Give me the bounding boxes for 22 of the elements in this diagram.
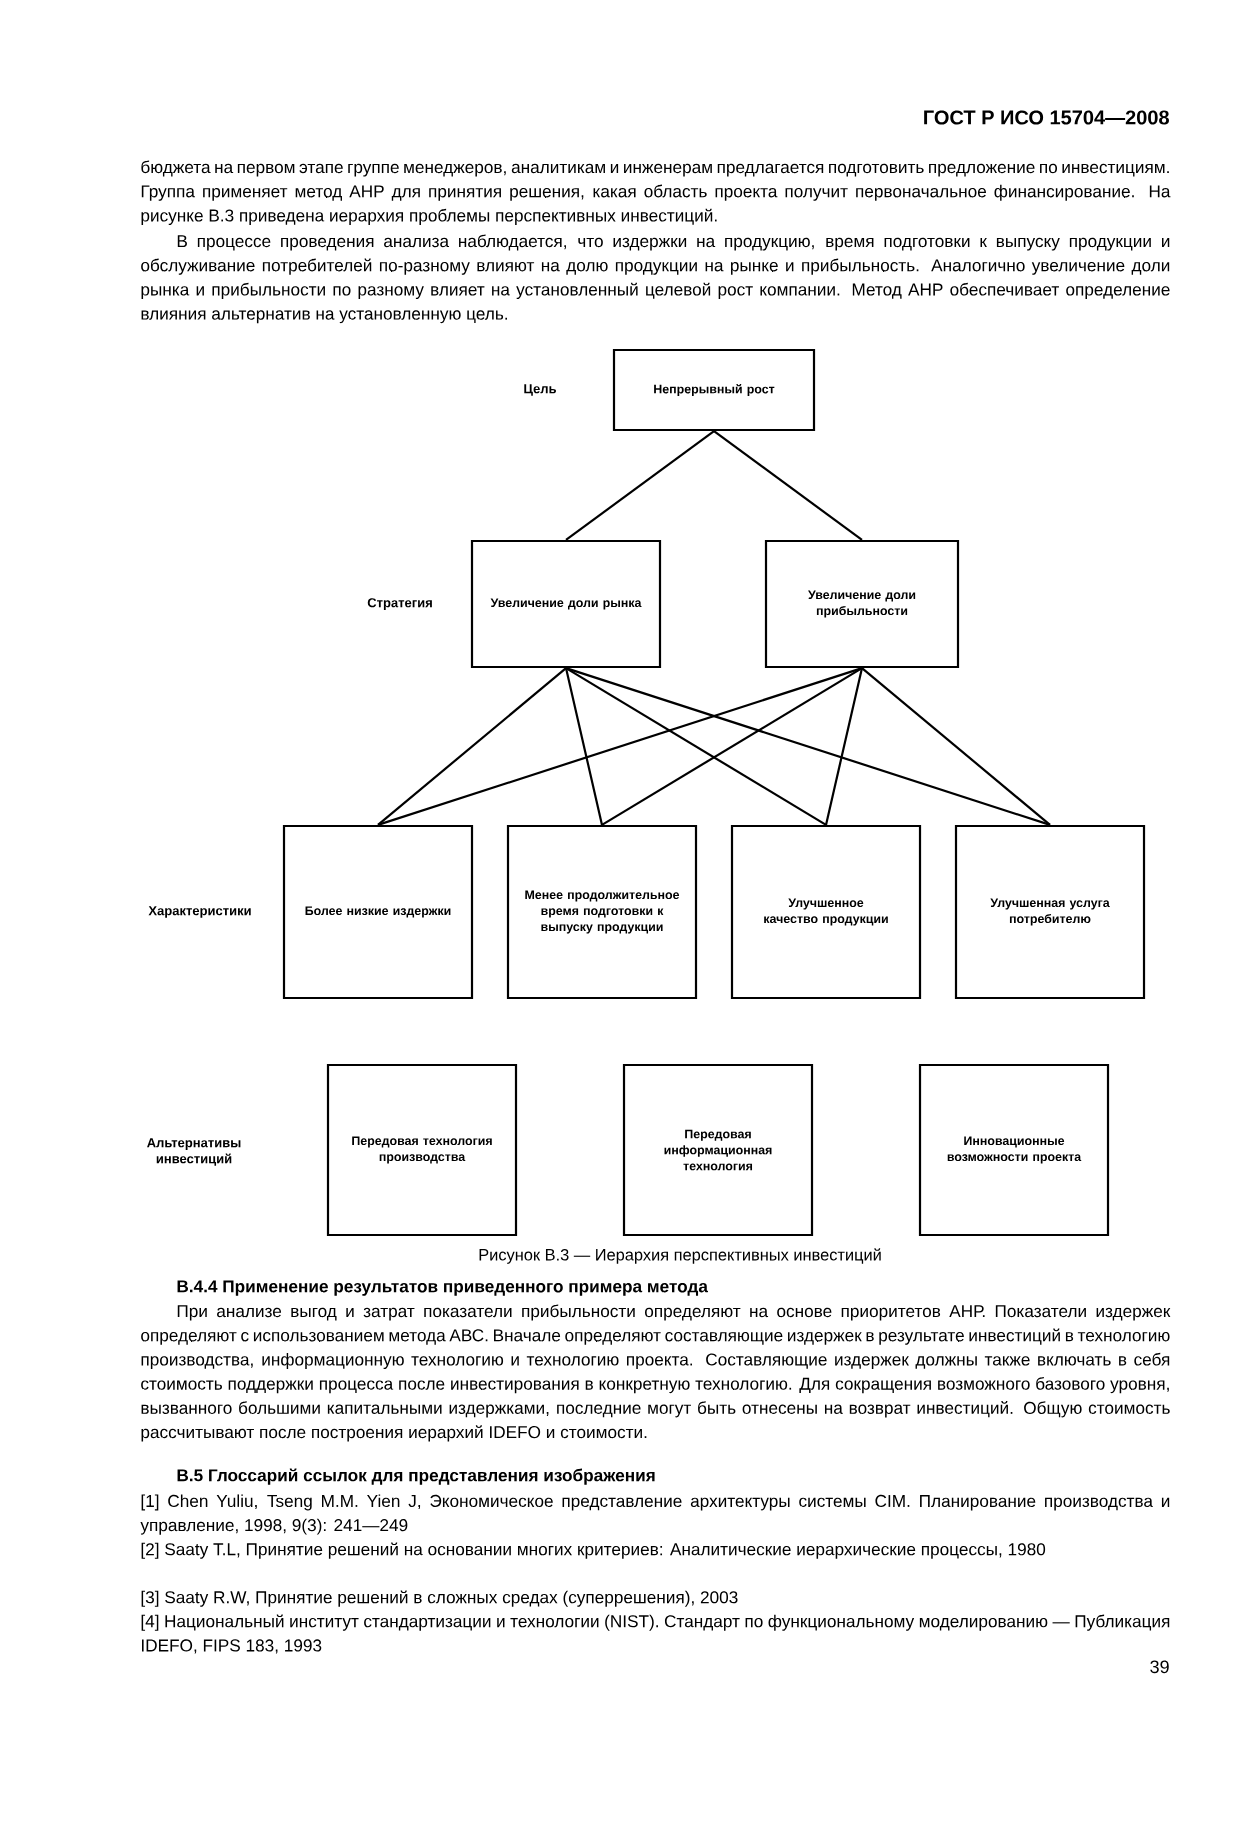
section-heading: В.5 Глоссарий ссылок для представления изображения [177,1468,655,1485]
page-header: ГОСТ Р ИСО 15704—2008 [924,110,1169,125]
paragraph: бюджета на первом этапе группе менеджеров, аналитикам и инженерам предлагается подготовить предложение по инвестициям. Группа применяет метод АНР для принятия решения, какая область проекта получит первоначальное финансирование. На рисунке В.3 приведена иерархия проблемы перспективных инвестиций. [141,160,1171,225]
reference-entry: [2] Saaty T.L, Принятие решений на основании многих критериев: Аналитические иерархические процессы, 1980 [141,1542,1046,1559]
connector-line [861,667,1051,826]
connector-line [565,667,827,826]
reference-entry: [3] Saaty R.W, Принятие решений в сложных средах (суперрешения), 2003 [141,1590,738,1607]
connector-line [713,430,863,541]
paragraph: В процессе проведения анализа наблюдается, что издержки на продукцию, время подготовки к выпуску продукции и обслуживание потребителей по-разному влияют на долю продукции на рынке и прибыльность. Аналогично увеличение доли рынка и прибыльности по разному влияет на установленный целевой рост компании. Метод АНР обеспечивает определение влияния альтернатив на установленную цель. [141,234,1170,324]
reference-entry: [1] Chen Yuliu, Tseng M.M. Yien J, Экономическое представление архитектуры системы CIM. Планирование производства и управление, 1998, 9(3): 241—249 [140,1494,1170,1535]
connector-line [824,667,864,826]
connector-line [565,430,715,541]
connector-line [564,667,604,826]
page-number: 39 [1150,1660,1169,1674]
connector-line [601,667,863,826]
figure-caption: Рисунок В.3 — Иерархия перспективных инвестиций [479,1248,881,1264]
reference-entry: [4] Национальный институт стандартизации и технологии (NIST). Стандарт по функциональному моделированию — Публикация IDEFO, FIPS 183, 1993 [141,1614,1170,1654]
section-heading: В.4.4 Применение результатов приведенного примера метода [177,1280,709,1296]
paragraph: При анализе выгод и затрат показатели прибыльности определяют на основе приоритетов АНР. Показатели издержек определяют с использованием метода АВС. Вначале определяют составляющие издержек в результате инвестиций в технологию производства, информационную технологию и технологию проекта. Составляющие издержек должны также включать в себя стоимость поддержки процесса после инвестирования в конкретную технологию. Для сокращения возможного базового уровня, вызванного большими капитальными издержками, последние могут быть отнесены на возврат инвестиций. Общую стоимость рассчитывают после построения иерархий IDEFO и стоимости. [141,1304,1171,1442]
connector-line [377,667,863,826]
connector-line [565,667,1051,826]
connector-line [377,667,567,826]
